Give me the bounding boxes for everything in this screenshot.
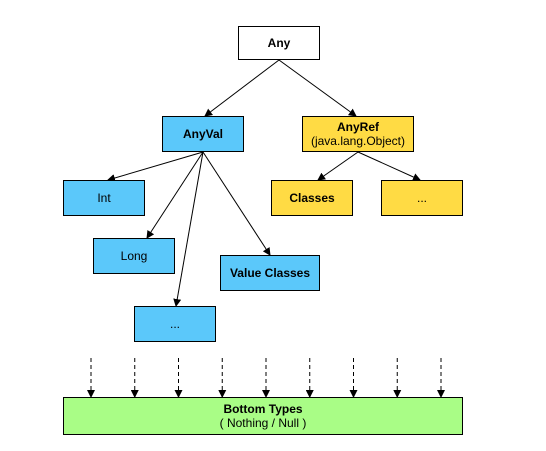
node-anyval: AnyVal [162,116,244,152]
node-long: Long [93,238,175,274]
edge-any-to-anyref [278,59,357,117]
node-value-classes: Value Classes [220,255,320,291]
edge-anyref-to-anyref_more [357,151,421,181]
node-anyref-sublabel: (java.lang.Object) [310,134,406,148]
edge-anyval-to-anyval_more [173,151,204,307]
edge-anyval-to-int [107,151,204,182]
node-bottom-types: Bottom Types ( Nothing / Null ) [63,397,463,435]
edge-anyval-to-long [146,151,204,239]
node-any: Any [238,26,320,60]
node-int: Int [63,180,145,216]
node-int-label: Int [97,191,111,205]
node-value-classes-label: Value Classes [229,266,311,280]
node-anyref-label: AnyRef [336,120,379,134]
node-anyref: AnyRef (java.lang.Object) [302,116,414,152]
node-any-label: Any [267,36,291,50]
node-anyval-more-label: ... [169,317,180,331]
node-anyref-more-label: ... [416,191,427,205]
edge-any-to-anyval [204,59,280,117]
node-classes: Classes [271,180,353,216]
node-bottom-types-sublabel: ( Nothing / Null ) [219,416,307,430]
node-anyval-label: AnyVal [182,127,224,141]
edge-anyref-to-classes [317,151,359,181]
node-anyval-more: ... [134,306,216,342]
edge-anyval-to-value_classes [202,151,271,256]
node-long-label: Long [120,249,148,263]
node-bottom-types-label: Bottom Types [223,402,303,416]
node-anyref-more: ... [381,180,463,216]
node-classes-label: Classes [289,191,335,205]
